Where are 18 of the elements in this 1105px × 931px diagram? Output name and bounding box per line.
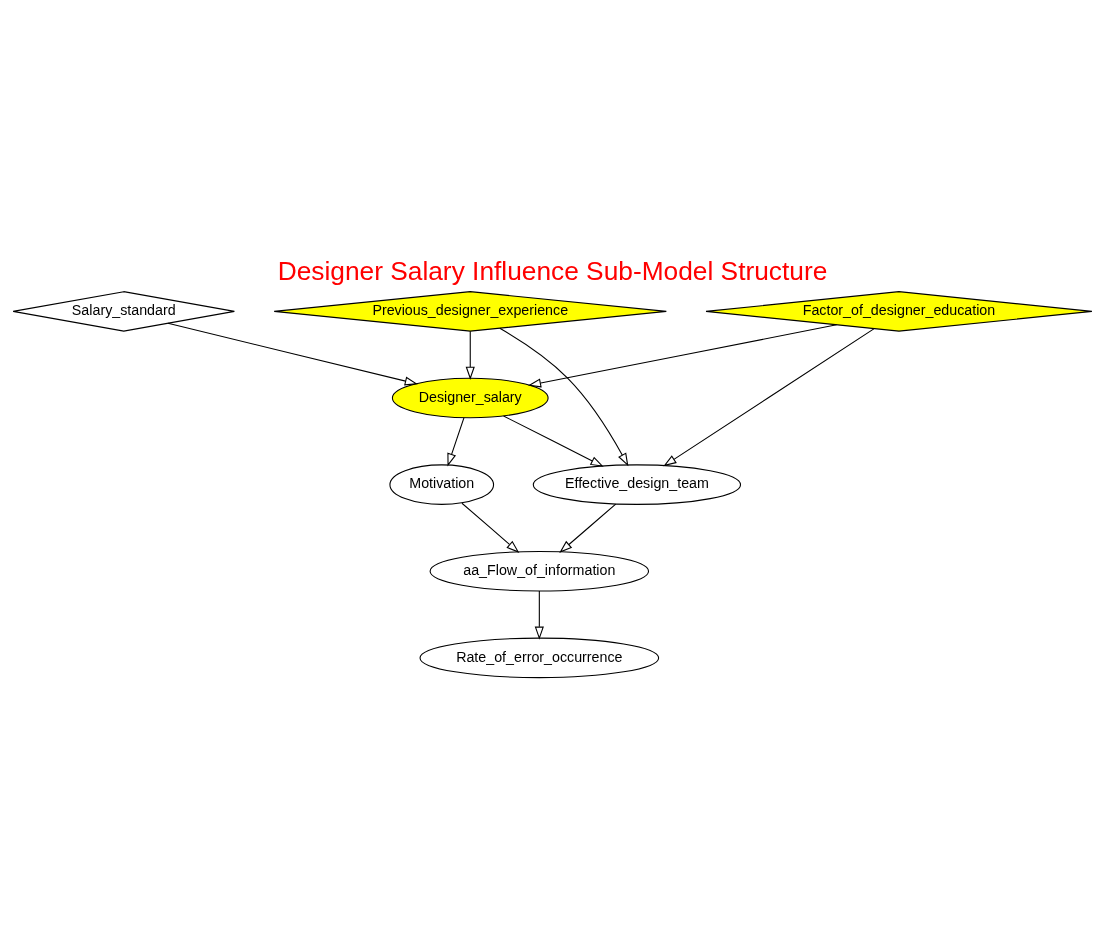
node-diamond: Salary_standard (12, 290, 235, 332)
node-diamond: Factor_of_designer_education (705, 290, 1093, 332)
node-ellipse: Motivation (389, 463, 495, 505)
diagram-title: Designer Salary Influence Sub-Model Structure (277, 255, 828, 286)
node-ellipse: aa_Flow_of_information (429, 550, 650, 592)
arrow (559, 503, 617, 553)
arrow (534, 590, 544, 640)
arrow (499, 327, 629, 466)
node-ellipse: Rate_of_error_occurrence (419, 637, 660, 678)
arrow (447, 416, 465, 466)
arrow (167, 322, 418, 386)
arrow (527, 323, 838, 388)
arrow (465, 330, 475, 380)
arrow (503, 414, 604, 467)
arrow (461, 502, 520, 553)
node-ellipse: Effective_design_team (532, 463, 742, 505)
node-diamond: Previous_designer_experience (273, 290, 667, 332)
arrow (663, 327, 875, 466)
